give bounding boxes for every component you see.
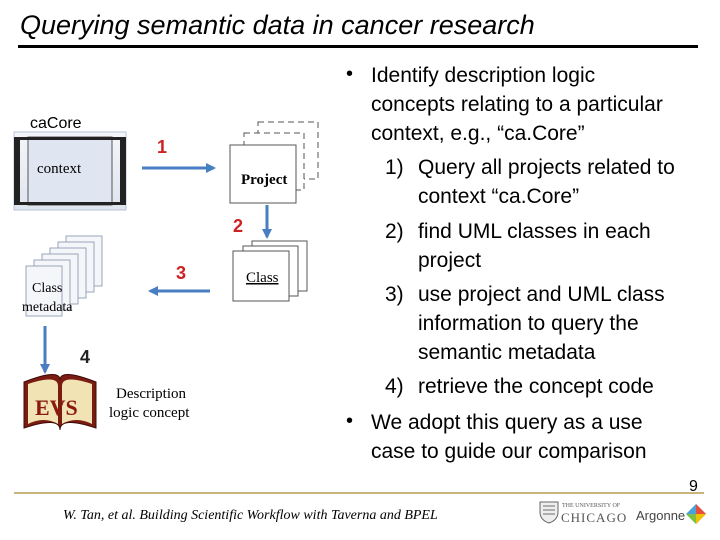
argonne-logo: Argonne [636,508,686,523]
cacore-label: caCore [30,115,82,132]
chicago-logo-line-2: CHICAGO [561,510,628,525]
step-2-number: 2 [233,216,243,236]
step-1-marker: 1) [385,156,404,179]
step-4-marker: 4) [385,375,404,398]
context-label: context [37,161,82,177]
bullet-2-line-2: case to guide our comparison [371,440,647,463]
step-4-text-1: retrieve the concept code [418,375,654,398]
bullet-dot-1: • [346,63,354,85]
bullet-2-line-1: We adopt this query as a use [371,411,643,434]
evs-book-icon [23,374,97,431]
step-2-badge [221,207,260,240]
title-underline [18,45,698,48]
argonne-logo-icon [686,504,706,524]
step-3-text-1: use project and UML class [418,283,665,306]
evs-label: EVS [35,395,78,420]
chicago-shield-icon [539,501,559,524]
step-3-marker: 3) [385,283,404,306]
step-2-text-2: project [418,249,482,272]
step-2-marker: 2) [385,220,404,243]
metadata-label-2: metadata [22,300,73,315]
step-3-text-2: information to query the [418,312,639,335]
bullet-1-line-1: Identify description logic [371,64,596,87]
step-3-number: 3 [176,263,186,283]
class-stack [232,240,308,302]
page-number: 9 [689,478,698,495]
description-label-2: logic concept [109,405,190,421]
bullet-dot-2: • [346,410,354,432]
chicago-logo-line-1: THE UNIVERSITY OF [562,503,621,509]
step-1-text-2: context “ca.Core” [418,185,580,208]
step-1-text-1: Query all projects related to [418,156,675,179]
step-2-text-1: find UML classes in each [418,220,651,243]
cacore-context-box [13,131,127,211]
step-1-badge [146,126,183,161]
step-1-number: 1 [157,137,167,157]
project-stack [229,121,319,204]
class-label: Class [246,270,279,286]
slide-title: Querying semantic data in cancer researc… [20,10,535,40]
step-4-badge [73,340,106,372]
project-label: Project [241,172,287,188]
bullet-1-line-2: concepts relating to a particular [371,93,663,116]
step-4-number: 4 [80,347,90,367]
step-3-badge [165,256,202,289]
bullet-1-line-3: context, e.g., “ca.Core” [371,122,585,145]
metadata-stack [25,235,103,317]
footer-rule [14,492,704,494]
query-workflow-diagram: caCore context 1 Project 2 Class 3 Class… [13,115,319,431]
footer-citation: W. Tan, et al. Building Scientific Workf… [63,508,438,523]
metadata-label-1: Class [32,281,62,296]
description-label-1: Description [116,386,186,402]
step-3-text-3: semantic metadata [418,341,596,364]
